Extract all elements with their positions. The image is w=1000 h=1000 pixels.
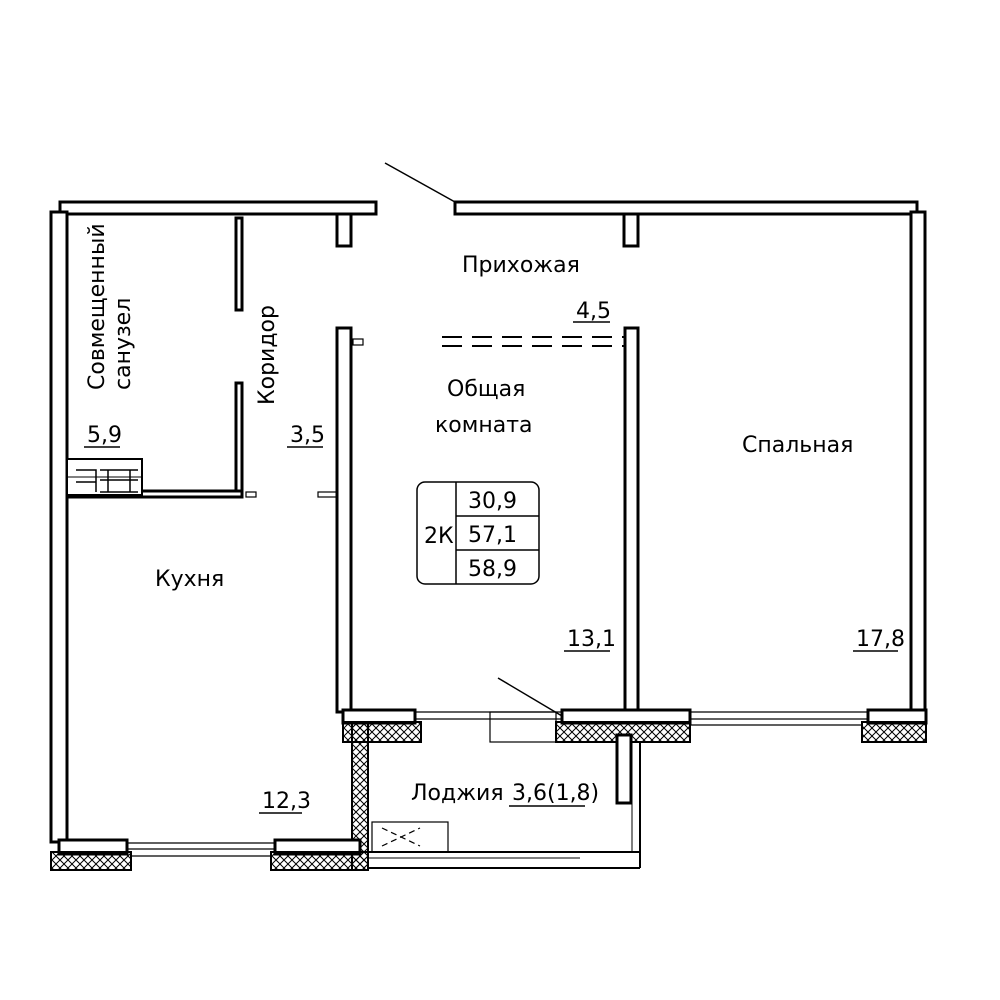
area-summary-box: 2К 30,9 57,1 58,9: [416, 481, 540, 585]
kitchen-insulation-right: [270, 851, 369, 871]
outer-walls: [49, 200, 927, 844]
bedroom-left-wall: [623, 326, 640, 714]
living-label-line2: комната: [435, 413, 533, 438]
bedroom-area: 17,8: [856, 627, 905, 652]
total-area: 57,1: [468, 523, 517, 548]
bathroom-fixture: [66, 458, 143, 496]
corridor-label: Коридор: [255, 305, 280, 405]
bathroom-label-line1: Совмещенный: [85, 223, 110, 390]
top-stub-1: [335, 212, 353, 248]
living-area-total: 30,9: [468, 489, 517, 514]
interior-partitions: [65, 216, 640, 714]
entrance-door-swing: [384, 162, 456, 203]
total-area-with-loggia: 58,9: [468, 557, 517, 582]
top-wall-left: [58, 200, 378, 216]
balcony-door-swing: [497, 677, 563, 717]
door-jamb-3: [352, 338, 364, 346]
bottom-walls: [50, 677, 928, 871]
loggia-pillar: [615, 733, 633, 805]
loggia-area: 3,6(1,8): [512, 781, 599, 806]
top-wall-right: [453, 200, 919, 216]
door-jamb-2: [317, 491, 339, 498]
apartment-type: 2К: [424, 524, 454, 549]
top-stub-2: [622, 212, 640, 248]
loggia-storage-box: [371, 821, 449, 853]
right-wall: [909, 210, 927, 714]
windows: [127, 711, 868, 857]
bathroom-area: 5,9: [87, 423, 122, 448]
kitchen-insulation-left: [50, 851, 132, 871]
living-label-line1: Общая: [447, 377, 525, 402]
corridor-area: 3,5: [290, 423, 325, 448]
bedroom-label: Спальная: [742, 433, 853, 458]
bathroom-label-line2: санузел: [111, 298, 136, 390]
bathroom-partition-lower: [234, 381, 244, 497]
kitchen-area: 12,3: [262, 789, 311, 814]
hallway-area: 4,5: [576, 299, 611, 324]
loggia-label: Лоджия: [411, 781, 504, 806]
hallway-label: Прихожая: [462, 253, 580, 278]
left-wall: [49, 210, 69, 844]
balcony-door-frame: [489, 711, 557, 743]
living-area: 13,1: [567, 627, 616, 652]
living-room-left-wall: [335, 326, 353, 714]
bathroom-partition-upper: [234, 216, 244, 312]
loggia: [368, 733, 641, 869]
kitchen-label: Кухня: [155, 567, 224, 592]
bedroom-insulation: [861, 721, 927, 743]
door-jamb-1: [245, 491, 257, 498]
